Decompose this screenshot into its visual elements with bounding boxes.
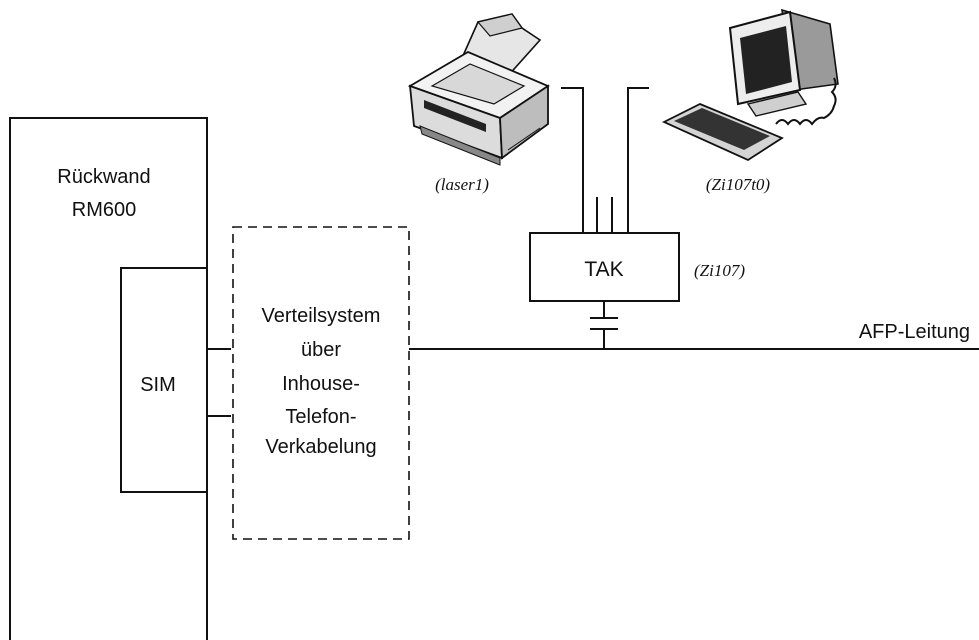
computer-cable	[627, 87, 649, 233]
distribution-line3: Inhouse-	[282, 373, 360, 395]
distribution-line5: Verkabelung	[265, 436, 376, 458]
backplane-title-line2: RM600	[72, 199, 136, 221]
printer-icon	[407, 13, 550, 166]
distribution-system: Verteilsystem über Inhouse- Telefon- Ver…	[232, 226, 410, 540]
distribution-line2: über	[301, 339, 341, 361]
sim-module: SIM	[120, 267, 207, 493]
sim-label: SIM	[140, 374, 176, 396]
computer-icon	[661, 8, 839, 162]
tak-label: TAK	[584, 258, 623, 281]
tak-outline	[529, 232, 680, 302]
tak-box: TAK	[529, 232, 680, 302]
printer-label: (laser1)	[435, 175, 489, 194]
tak-id-label: (Zi107)	[694, 261, 745, 280]
coupling-capacitor	[590, 301, 618, 349]
computer-label: (Zi107t0)	[706, 175, 771, 194]
backplane-title-line1: Rückwand	[57, 166, 150, 188]
afp-bus-label: AFP-Leitung	[859, 321, 970, 343]
printer-cable	[561, 87, 584, 233]
distribution-line1: Verteilsystem	[262, 305, 381, 327]
backplane: Rückwand RM600	[9, 117, 208, 640]
distribution-outline	[232, 226, 410, 540]
backplane-outline	[9, 117, 208, 640]
distribution-line4: Telefon-	[285, 406, 356, 428]
sim-outline	[120, 267, 207, 493]
